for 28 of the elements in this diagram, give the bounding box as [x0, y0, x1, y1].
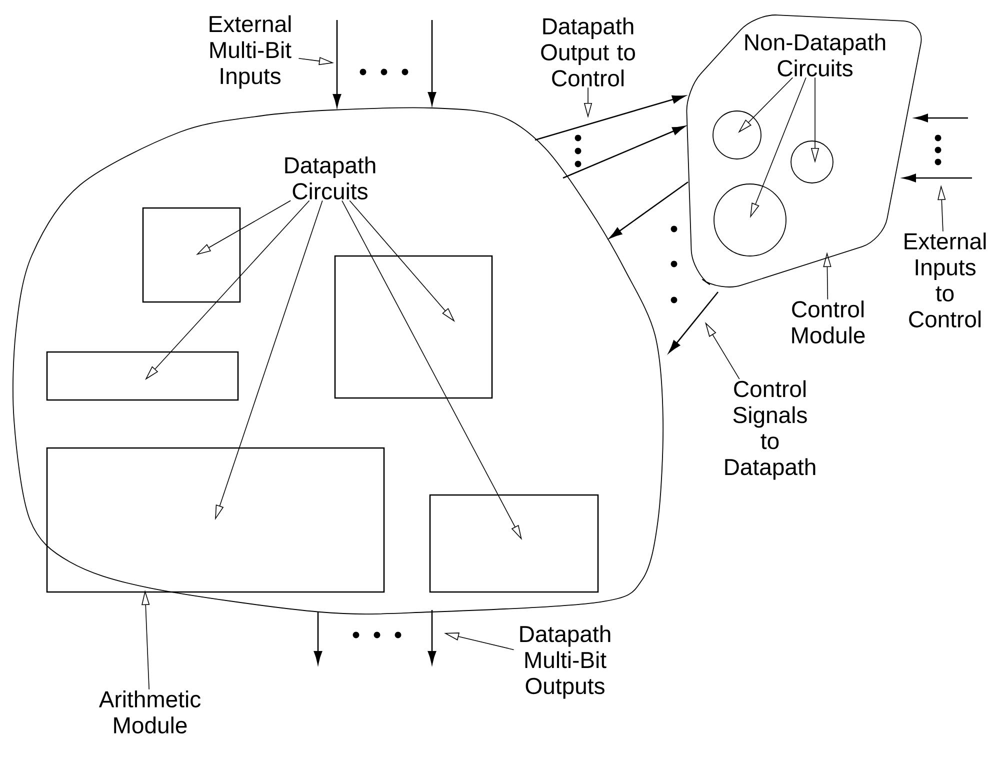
text-label: External Multi-Bit Inputs	[210, 15, 292, 89]
signal-arrow	[562, 126, 686, 179]
rectangle-block	[429, 494, 599, 593]
text-label: Control Signals to Datapath	[725, 380, 816, 480]
text-label: Datapath Output to Control	[541, 18, 635, 86]
text-label: Datapath Circuits	[285, 156, 376, 200]
signal-arrow	[609, 181, 688, 239]
text-label: Non-Datapath Circuits	[745, 34, 886, 76]
text-label: Control Module	[792, 300, 865, 344]
module-outline	[12, 107, 664, 614]
rectangle-block	[334, 255, 493, 399]
signal-arrow	[914, 114, 968, 122]
rectangle-block	[142, 207, 241, 303]
text-label: External Inputs to Control	[904, 232, 986, 328]
circle-block	[790, 140, 834, 184]
signal-arrow	[534, 95, 686, 141]
circle-block	[714, 184, 786, 256]
rectangle-block	[46, 447, 385, 593]
circle-block	[712, 110, 762, 160]
signal-arrow	[314, 612, 322, 664]
signal-arrow	[428, 610, 436, 664]
signal-arrow	[902, 174, 972, 182]
text-label: Datapath Multi-Bit Outputs	[520, 625, 610, 699]
signal-arrow	[668, 292, 719, 353]
text-label: Arithmetic Module	[98, 690, 201, 734]
signal-arrow	[332, 20, 342, 108]
rectangle-block	[46, 351, 239, 401]
signal-arrow	[428, 20, 436, 106]
